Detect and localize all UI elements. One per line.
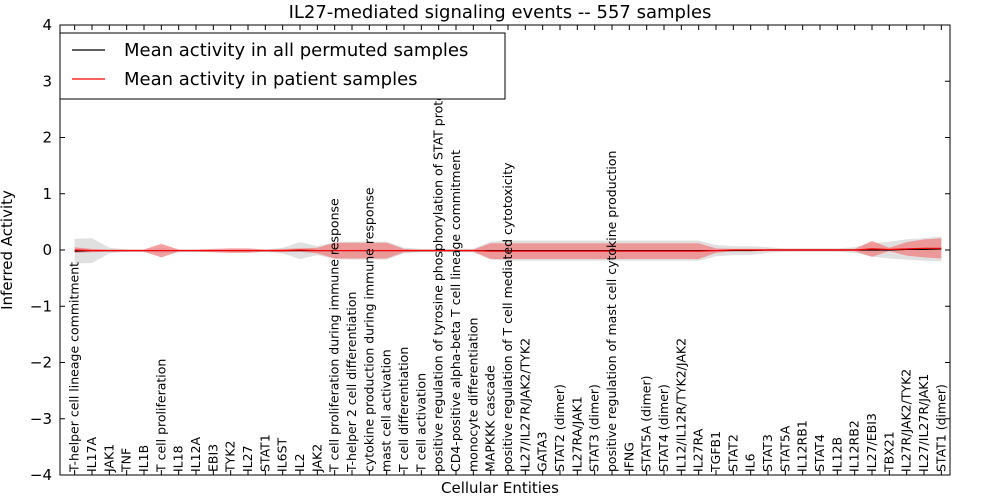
y-tick-label: 1 <box>42 185 52 203</box>
x-tick-label: IL12RB1 <box>795 420 810 472</box>
x-tick-label: positive regulation of tyrosine phosphor… <box>431 82 446 472</box>
x-tick-label: IL27/IL27R/JAK1 <box>916 374 931 472</box>
x-tick-label: JAK2 <box>309 444 324 473</box>
x-tick-label: TYK2 <box>223 441 238 473</box>
x-tick-label: IL12/IL12R/TYK2/JAK2 <box>673 338 688 472</box>
x-tick-label: T cell differentiation <box>396 347 411 473</box>
legend-label: Mean activity in all permuted samples <box>124 40 468 61</box>
x-tick-label: IL12RB2 <box>847 420 862 472</box>
legend-label: Mean activity in patient samples <box>124 69 418 90</box>
y-tick-label: 0 <box>42 241 52 259</box>
x-tick-label: IL2 <box>292 453 307 472</box>
x-tick-label: CD4-positive alpha-beta T cell lineage c… <box>448 150 463 472</box>
x-tick-label: STAT2 <box>725 434 740 472</box>
x-axis-label: Cellular Entities <box>441 479 559 497</box>
legend-box <box>59 32 506 100</box>
x-tick-label: IL18 <box>171 445 186 472</box>
x-tick-label: IL17A <box>84 436 99 472</box>
y-tick-label: −1 <box>30 297 52 315</box>
x-tick-label: IL6ST <box>275 437 290 472</box>
plot-area: −4 −3 −2 −1 0 1 2 3 4T-helper cell lineage commi… <box>30 16 951 484</box>
x-tick-label: cytokine production during immune respon… <box>361 187 376 472</box>
x-tick-label: STAT1 (dimer) <box>933 384 948 472</box>
x-tick-label: MAPKKK cascade <box>483 365 498 472</box>
x-tick-label: GATA3 <box>535 432 550 472</box>
x-tick-label: T cell proliferation <box>153 359 168 473</box>
y-axis-label: Inferred Activity <box>0 190 16 310</box>
x-tick-label: IFNG <box>621 442 636 472</box>
x-tick-label: STAT1 <box>257 434 272 472</box>
x-tick-label: IL27R/JAK2/TYK2 <box>899 369 914 472</box>
x-tick-label: IL6 <box>743 453 758 472</box>
x-tick-label: positive regulation of T cell mediated c… <box>500 162 515 472</box>
chart-title: IL27-mediated signaling events -- 557 sa… <box>289 2 712 23</box>
x-tick-label: STAT2 (dimer) <box>552 384 567 472</box>
x-tick-label: STAT5A <box>777 425 792 472</box>
x-tick-label: IL27RA <box>691 428 706 472</box>
x-tick-label: T-helper cell lineage commitment <box>67 262 82 473</box>
x-tick-label: IL27/EBI3 <box>864 413 879 472</box>
x-tick-label: TBX21 <box>881 431 896 473</box>
x-tick-label: STAT5A (dimer) <box>639 376 654 472</box>
legend: Mean activity in all permuted samplesMea… <box>59 32 506 100</box>
y-tick-label: 4 <box>42 16 52 34</box>
y-tick-label: 2 <box>42 129 52 147</box>
x-tick-label: T-helper 2 cell differentiation <box>344 292 359 473</box>
series-1-band <box>74 238 942 259</box>
x-tick-label: STAT4 <box>812 434 827 472</box>
series-1-line <box>74 247 942 252</box>
y-tick-label: 3 <box>42 72 52 90</box>
y-tick-label: −3 <box>30 410 52 428</box>
x-tick-label: STAT3 <box>760 434 775 472</box>
x-tick-label: monocyte differentiation <box>465 318 480 472</box>
x-tick-label: STAT3 (dimer) <box>587 384 602 472</box>
x-tick-label: STAT4 (dimer) <box>656 384 671 472</box>
x-tick-label: T cell activation <box>413 373 428 473</box>
x-tick-label: mast cell activation <box>379 349 394 472</box>
x-tick-label: JAK1 <box>101 444 116 473</box>
x-tick-label: positive regulation of mast cell cytokin… <box>604 151 619 472</box>
x-tick-label: EBI3 <box>205 444 220 472</box>
y-tick-label: −4 <box>30 466 52 484</box>
x-tick-label: IL12B <box>829 437 844 472</box>
x-tick-label: IL12A <box>188 436 203 472</box>
y-tick-label: −2 <box>30 354 52 372</box>
x-tick-label: IL27 <box>240 445 255 472</box>
x-tick-label: T cell proliferation during immune respo… <box>327 198 342 473</box>
x-tick-label: TGFB1 <box>708 431 723 473</box>
x-tick-label: IL27RA/JAK1 <box>569 396 584 472</box>
x-tick-label: TNF <box>119 448 134 473</box>
x-tick-label: IL27/IL27R/JAK2/TYK2 <box>517 338 532 472</box>
x-tick-label: IL1B <box>136 445 151 472</box>
